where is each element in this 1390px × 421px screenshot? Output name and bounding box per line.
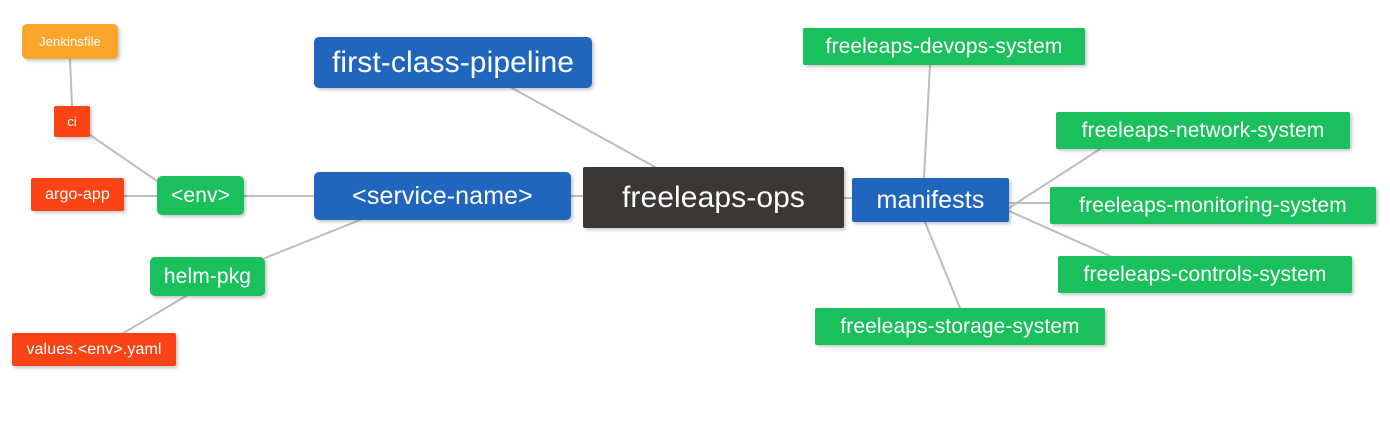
node-service-name[interactable]: <service-name> [314, 172, 571, 220]
edge-helm-pkg-to-values-yaml [119, 295, 187, 336]
node-storage-system[interactable]: freeleaps-storage-system [815, 308, 1105, 345]
edge-first-class-pipeline-to-freeleaps-ops [511, 87, 656, 168]
edge-jenkinsfile-to-ci [69, 58, 73, 107]
node-first-class-pipeline[interactable]: first-class-pipeline [314, 37, 592, 88]
edge-service-name-to-helm-pkg [264, 219, 361, 259]
edge-manifests-to-devops-system [923, 64, 931, 179]
node-ci[interactable]: ci [54, 106, 90, 137]
edge-manifests-to-storage-system [924, 221, 961, 309]
node-controls-system[interactable]: freeleaps-controls-system [1058, 256, 1352, 293]
node-env[interactable]: <env> [157, 176, 244, 215]
node-monitoring-system[interactable]: freeleaps-monitoring-system [1050, 187, 1376, 224]
node-network-system[interactable]: freeleaps-network-system [1056, 112, 1350, 149]
node-manifests[interactable]: manifests [852, 178, 1009, 222]
edge-ci-to-env [89, 134, 158, 182]
node-argo-app[interactable]: argo-app [31, 178, 124, 211]
node-helm-pkg[interactable]: helm-pkg [150, 257, 265, 296]
node-values-yaml[interactable]: values.<env>.yaml [12, 333, 176, 366]
node-devops-system[interactable]: freeleaps-devops-system [803, 28, 1085, 65]
node-jenkinsfile[interactable]: Jenkinsfile [22, 24, 118, 59]
node-freeleaps-ops[interactable]: freeleaps-ops [583, 167, 844, 228]
